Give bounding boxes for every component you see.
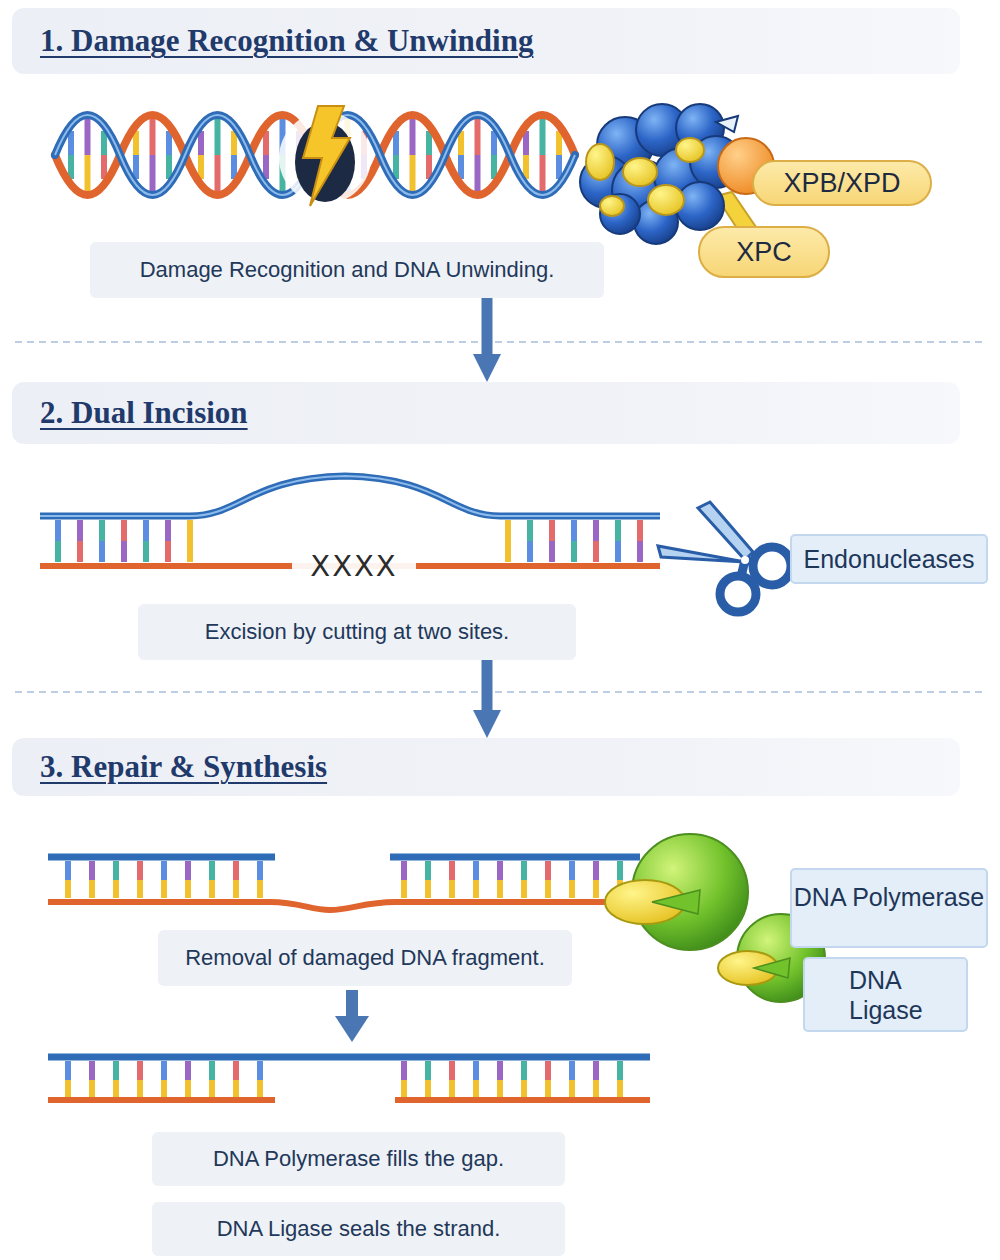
lightning-bolt (303, 106, 350, 206)
dna-strand (48, 1054, 650, 1061)
section-divider (15, 341, 985, 343)
node-text: XPB/XPD (783, 167, 900, 199)
node-text: 1. Damage Recognition & Unwinding (40, 22, 533, 59)
enzyme-notch (754, 958, 790, 978)
node-text: 3. Repair & Synthesis (40, 748, 327, 785)
node-text: Excision by cutting at two sites. (205, 619, 509, 645)
scissors-ring (753, 547, 791, 585)
node-text: DNA Polymerase fills the gap. (213, 1146, 504, 1172)
scissors-blade (698, 502, 753, 560)
base-pair-rung (68, 861, 572, 880)
section-heading-band: 2. Dual Incision (12, 382, 960, 444)
step-caption-box: DNA Ligase seals the strand. (152, 1202, 565, 1256)
node-text: Removal of damaged DNA fragment. (185, 945, 545, 971)
arrow-head (335, 1016, 369, 1042)
enzyme-label-box: DNA Polymerase (790, 868, 988, 948)
node-text: Damage Recognition and DNA Unwinding. (140, 257, 555, 283)
node-text: DNA Ligase (849, 965, 966, 1025)
protein-subunit (648, 185, 684, 215)
damage-marker: XXXX (292, 548, 416, 584)
base-pair-rung (92, 861, 596, 880)
flow-arrow (482, 660, 493, 718)
node-text: XPC (736, 236, 792, 268)
node-text: DNA Ligase seals the strand. (217, 1216, 501, 1242)
protein-label-pill: XPC (698, 226, 830, 278)
section-divider (15, 691, 985, 693)
node-text: Endonucleases (804, 544, 975, 574)
base-pair-rung (68, 880, 620, 898)
protein-subunit (600, 196, 624, 216)
protein-subunit (676, 138, 704, 162)
enzyme-label-box: Endonucleases (790, 534, 988, 584)
step-caption-box: DNA Polymerase fills the gap. (152, 1132, 565, 1186)
step-caption-box: Damage Recognition and DNA Unwinding. (90, 242, 604, 298)
protein-label-pill: XPB/XPD (752, 160, 932, 206)
dna-strand (48, 854, 640, 861)
scissors-ring (720, 576, 756, 612)
protein-tab (716, 116, 738, 132)
node-text: 2. Dual Incision (40, 394, 248, 431)
base-pair-rungs (68, 1061, 620, 1098)
enzyme-label-box: DNA Ligase (803, 957, 968, 1032)
base-pair-rung (140, 861, 548, 880)
strand-highlight (40, 476, 660, 516)
base-pair-rung (116, 861, 620, 880)
section-heading-band: 1. Damage Recognition & Unwinding (12, 8, 960, 74)
arrow-shaft (346, 990, 358, 1018)
dna-strand (40, 476, 660, 516)
step-caption-box: Removal of damaged DNA fragment. (158, 930, 572, 986)
flow-arrow (482, 298, 493, 362)
protein-subunit (600, 194, 640, 234)
section-heading-band: 3. Repair & Synthesis (12, 738, 960, 796)
dna-strand (48, 1097, 650, 1103)
dna-strand (48, 902, 650, 910)
step-caption-box: Excision by cutting at two sites. (138, 604, 576, 660)
enzyme-notch (652, 890, 700, 914)
scissors-pivot (741, 556, 749, 564)
protein-subunit (623, 158, 657, 186)
node-text: DNA Polymerase (794, 882, 984, 912)
protein-subunit (586, 144, 614, 180)
scissors-blade (658, 546, 745, 562)
